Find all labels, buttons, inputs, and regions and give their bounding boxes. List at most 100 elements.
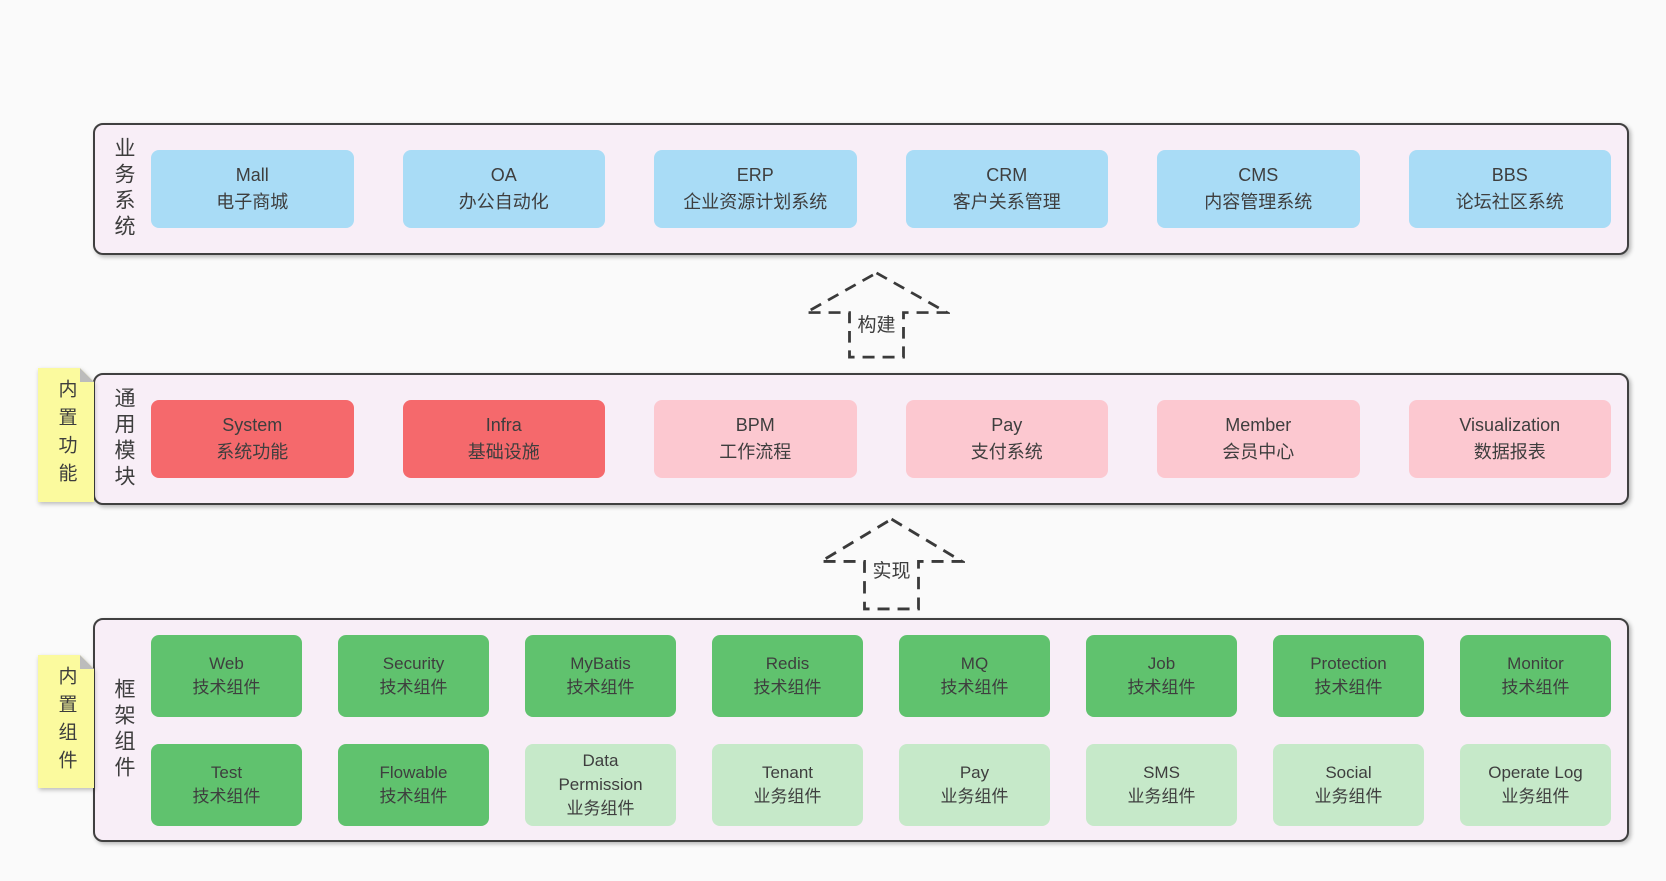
box-subtitle: 办公自动化 xyxy=(458,192,549,212)
box-subtitle: 技术组件 xyxy=(1127,677,1196,697)
box-subtitle: 技术组件 xyxy=(1314,677,1383,697)
box-test: Test 技术组件 xyxy=(151,743,302,826)
box-job: Job 技术组件 xyxy=(1086,634,1237,717)
box-subtitle: 基础设施 xyxy=(467,442,540,462)
box-title: SMS xyxy=(1143,762,1180,782)
section-business-systems: 业务系统 Mall 电子商城 OA 办公自动化 ERP 企业资源计划系统 CRM… xyxy=(93,123,1629,255)
box-title: Infra xyxy=(485,415,522,435)
box-subtitle: 业务组件 xyxy=(753,786,822,806)
box-title: Pay xyxy=(991,415,1023,435)
framework-row-1: Web 技术组件 Security 技术组件 MyBatis 技术组件 Redi… xyxy=(151,634,1611,717)
box-subtitle: 数据报表 xyxy=(1473,442,1546,462)
section-label-framework-components: 框架组件 xyxy=(112,678,135,782)
box-title: CRM xyxy=(986,165,1028,185)
box-subtitle: 业务组件 xyxy=(940,786,1009,806)
arrow-implement: 实现 xyxy=(818,516,965,612)
box-web: Web 技术组件 xyxy=(151,634,302,717)
box-subtitle: 技术组件 xyxy=(192,786,261,806)
box-subtitle: 技术组件 xyxy=(1501,677,1570,697)
framework-row-2: Test 技术组件 Flowable 技术组件 Data Permission … xyxy=(151,743,1611,826)
box-subtitle: 论坛社区系统 xyxy=(1455,192,1564,212)
box-title: Flowable xyxy=(379,762,448,782)
box-mq: MQ 技术组件 xyxy=(899,634,1050,717)
up-arrow-icon xyxy=(818,517,965,611)
box-title: ERP xyxy=(736,165,774,185)
box-title: Monitor xyxy=(1507,653,1564,673)
box-title: Mall xyxy=(235,165,269,185)
box-social: Social 业务组件 xyxy=(1273,743,1424,826)
box-subtitle: 业务组件 xyxy=(1314,786,1383,806)
box-subtitle: 企业资源计划系统 xyxy=(683,192,828,212)
box-title: Job xyxy=(1147,653,1176,673)
box-subtitle: 技术组件 xyxy=(566,677,635,697)
section-common-modules: 通用模块 System 系统功能 Infra 基础设施 BPM 工作流程 Pay… xyxy=(93,373,1629,505)
note-text: 内置功能 xyxy=(55,379,77,491)
box-subtitle: 系统功能 xyxy=(216,442,289,462)
section-label-common-modules: 通用模块 xyxy=(112,387,135,491)
box-operate-log: Operate Log 业务组件 xyxy=(1460,743,1611,826)
box-title: Data Permission xyxy=(558,750,643,794)
box-sms: SMS 业务组件 xyxy=(1086,743,1237,826)
section-label-business-systems: 业务系统 xyxy=(112,137,135,241)
box-infra: Infra 基础设施 xyxy=(402,400,605,478)
box-subtitle: 技术组件 xyxy=(379,677,448,697)
box-subtitle: 电子商城 xyxy=(216,192,289,212)
box-title: BBS xyxy=(1491,165,1528,185)
box-subtitle: 技术组件 xyxy=(753,677,822,697)
framework-grid: Web 技术组件 Security 技术组件 MyBatis 技术组件 Redi… xyxy=(151,634,1611,826)
box-protection: Protection 技术组件 xyxy=(1273,634,1424,717)
box-flowable: Flowable 技术组件 xyxy=(338,743,489,826)
box-oa: OA 办公自动化 xyxy=(402,150,605,228)
box-pay-system: Pay 支付系统 xyxy=(905,400,1108,478)
box-title: Visualization xyxy=(1459,415,1561,435)
box-monitor: Monitor 技术组件 xyxy=(1460,634,1611,717)
box-subtitle: 业务组件 xyxy=(1127,786,1196,806)
box-title: Security xyxy=(382,653,445,673)
box-subtitle: 客户关系管理 xyxy=(952,192,1061,212)
box-tenant: Tenant 业务组件 xyxy=(712,743,863,826)
box-pay-component: Pay 业务组件 xyxy=(899,743,1050,826)
box-security: Security 技术组件 xyxy=(338,634,489,717)
section-framework-components: 框架组件 Web 技术组件 Security 技术组件 MyBatis 技术组件… xyxy=(93,618,1629,842)
box-title: Pay xyxy=(959,762,990,782)
note-built-in-components: 内置组件 xyxy=(38,655,94,788)
box-subtitle: 会员中心 xyxy=(1222,442,1295,462)
box-subtitle: 业务组件 xyxy=(566,798,635,818)
box-subtitle: 技术组件 xyxy=(379,786,448,806)
up-arrow-icon xyxy=(803,271,950,359)
business-box-row: Mall 电子商城 OA 办公自动化 ERP 企业资源计划系统 CRM 客户关系… xyxy=(151,150,1611,228)
box-subtitle: 工作流程 xyxy=(719,442,792,462)
modules-box-row: System 系统功能 Infra 基础设施 BPM 工作流程 Pay 支付系统… xyxy=(151,400,1611,478)
box-visualization: Visualization 数据报表 xyxy=(1408,400,1611,478)
arrow-build: 构建 xyxy=(803,270,950,360)
box-subtitle: 支付系统 xyxy=(970,442,1043,462)
box-title: MyBatis xyxy=(570,653,631,673)
box-subtitle: 业务组件 xyxy=(1501,786,1570,806)
box-title: BPM xyxy=(735,415,775,435)
folded-corner-icon xyxy=(80,368,94,382)
folded-corner-icon xyxy=(80,655,94,669)
arrow-implement-label: 实现 xyxy=(870,561,913,582)
arrow-build-label: 构建 xyxy=(855,315,898,336)
box-title: Redis xyxy=(765,653,810,673)
box-title: MQ xyxy=(960,653,989,673)
box-subtitle: 技术组件 xyxy=(940,677,1009,697)
box-title: Operate Log xyxy=(1488,762,1583,782)
box-crm: CRM 客户关系管理 xyxy=(905,150,1108,228)
box-title: CMS xyxy=(1238,165,1279,185)
box-cms: CMS 内容管理系统 xyxy=(1157,150,1360,228)
box-mall: Mall 电子商城 xyxy=(151,150,354,228)
box-redis: Redis 技术组件 xyxy=(712,634,863,717)
box-system: System 系统功能 xyxy=(151,400,354,478)
box-title: System xyxy=(222,415,283,435)
box-title: Tenant xyxy=(761,762,814,782)
box-subtitle: 技术组件 xyxy=(192,677,261,697)
box-member: Member 会员中心 xyxy=(1157,400,1360,478)
box-title: Web xyxy=(209,653,244,673)
note-built-in-functions: 内置功能 xyxy=(38,368,94,502)
box-title: Protection xyxy=(1310,653,1387,673)
box-title: Social xyxy=(1325,762,1372,782)
box-erp: ERP 企业资源计划系统 xyxy=(654,150,857,228)
box-data-permission: Data Permission 业务组件 xyxy=(525,743,676,826)
